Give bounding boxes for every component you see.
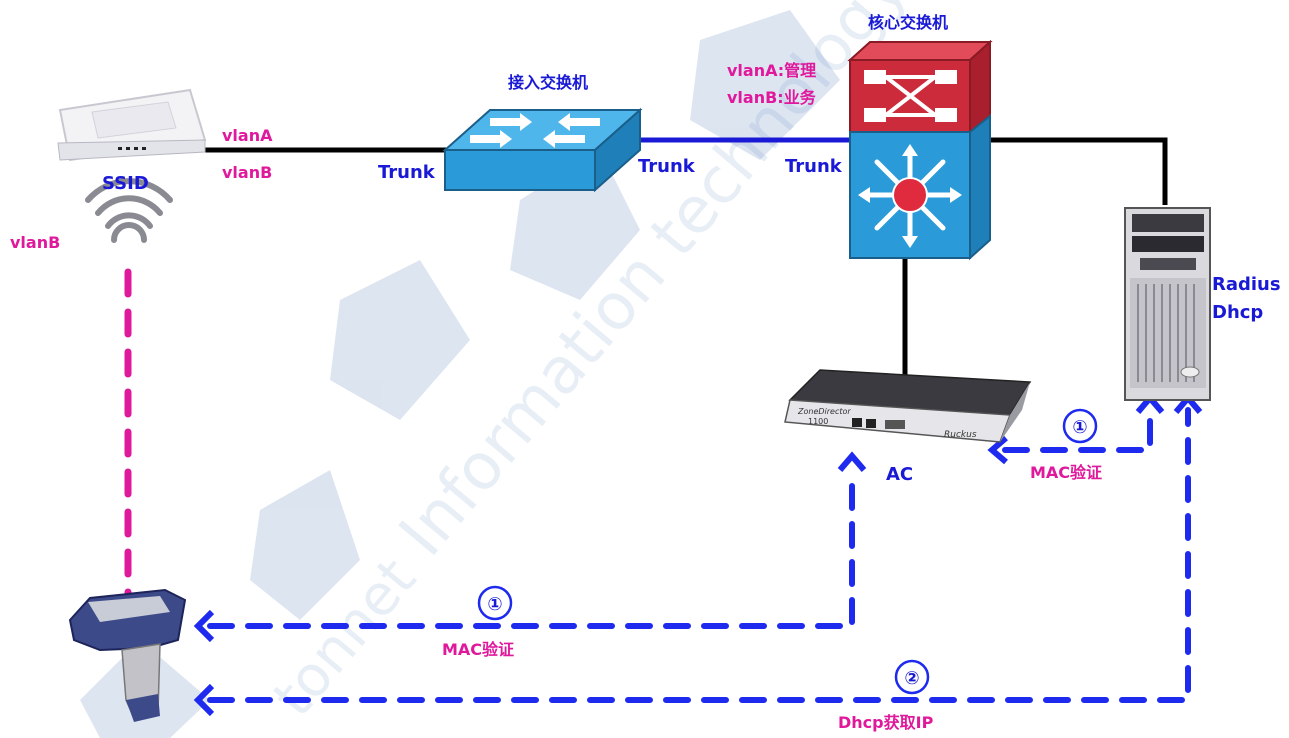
step-2-number: ② [904, 668, 919, 689]
wifi-signal-icon [85, 178, 173, 243]
arrow-left-ac-icon [987, 435, 1008, 465]
trunk-access-out-label: Trunk [638, 156, 696, 177]
labels: 核心交换机 接入交换机 vlanA:管理 vlanB:业务 vlanA vlan… [10, 13, 1281, 732]
access-point-icon [57, 88, 207, 162]
trunk-access-in-label: Trunk [378, 162, 436, 183]
vlanA-mgmt-label: vlanA:管理 [727, 61, 816, 80]
dashed-flows [124, 268, 1191, 703]
handheld-scanner-icon [68, 588, 187, 722]
ac-brand-label: Ruckus [944, 430, 977, 440]
arrow-left-client-dhcp-icon [193, 683, 215, 717]
core-switch-icon [847, 39, 993, 261]
vlanB-biz-label: vlanB:业务 [727, 88, 817, 107]
core-switch-label: 核心交换机 [868, 13, 948, 32]
access-switch-label: 接入交换机 [508, 73, 588, 92]
ac-model-label: ZoneDirector [797, 407, 851, 416]
step-2-circle [894, 659, 930, 695]
step-1-ac-number: ① [1072, 417, 1087, 438]
step-1-client-circle [477, 585, 513, 621]
flow-mac-auth-ac-server [1002, 407, 1153, 453]
ap-vlanA-label: vlanA [222, 126, 273, 145]
arrow-up-ac-icon [837, 451, 867, 472]
dhcp-get-ip-label: Dhcp获取IP [838, 713, 934, 732]
ac-label: AC [886, 464, 913, 485]
flow-dhcp-server-client [207, 407, 1191, 703]
ssid-vlan-label: vlanB [10, 233, 60, 252]
mac-auth-client-label: MAC验证 [442, 640, 514, 659]
ssid-label: SSID [102, 173, 149, 194]
wired-links [205, 137, 1168, 380]
trunk-core-label: Trunk [785, 156, 843, 177]
ac-model-number: 1100 [808, 417, 828, 426]
ap-vlanB-label: vlanB [222, 163, 272, 182]
radius-label: Radius [1212, 274, 1281, 295]
access-switch-icon [442, 107, 643, 193]
flow-mac-auth-client-ac [207, 467, 855, 629]
step-circles [477, 408, 1098, 695]
step-1-ac-circle [1062, 408, 1098, 444]
server-icon [1124, 207, 1211, 401]
dhcp-label: Dhcp [1212, 302, 1263, 323]
link-core-to-server [990, 137, 1168, 205]
mac-auth-ac-label: MAC验证 [1030, 463, 1102, 482]
step-1-client-number: ① [487, 594, 502, 615]
watermark-chinese-glyphs [80, 10, 840, 738]
ac-controller-icon: ZoneDirector 1100 Ruckus [784, 369, 1032, 443]
arrow-left-client-icon [193, 609, 215, 643]
watermark-text-english: Information technology [386, 0, 922, 570]
